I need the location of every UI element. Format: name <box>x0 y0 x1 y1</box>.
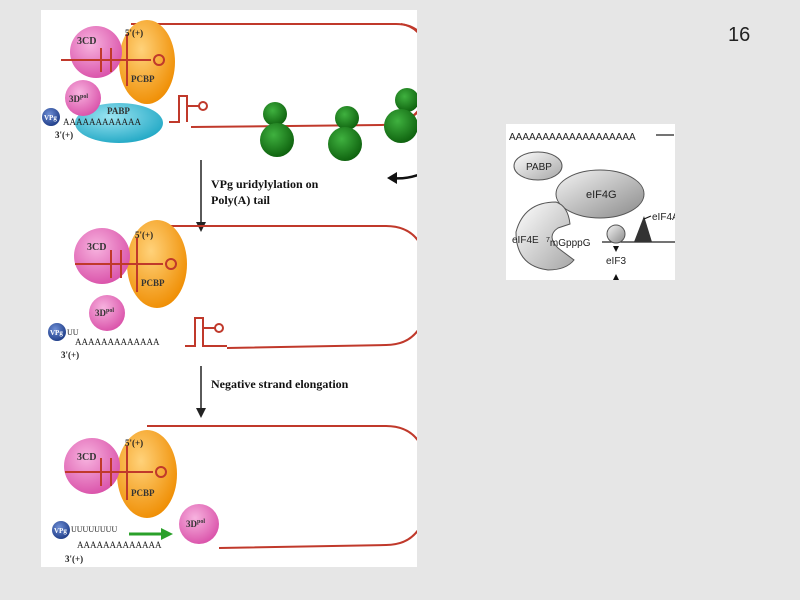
label-pabp: PABP <box>526 162 552 173</box>
uridine-stretch: UUUUUUUU <box>71 525 117 534</box>
label-eif4e: eIF4E <box>512 235 539 246</box>
vpg-protein <box>42 108 60 126</box>
pabp-protein <box>513 151 563 181</box>
3cd-protein <box>64 438 120 494</box>
ribosome-small-subunit <box>395 88 417 112</box>
label-3cd: 3CD <box>77 36 96 47</box>
label-vpg: VPg <box>50 329 63 337</box>
label-3cd: 3CD <box>87 242 106 253</box>
label-pabp: PABP <box>107 106 130 116</box>
elongation-arrowhead <box>161 528 173 540</box>
eif4a-protein <box>634 216 652 242</box>
polya-tail: AAAAAAAAAAAA <box>63 117 141 127</box>
panel-middle: 3CD 5'(+) PCBP 3Dpol VPg UU AAAAAAAAAAAA… <box>48 220 417 360</box>
3cd-protein <box>74 228 130 284</box>
label-vpg: VPg <box>44 114 57 122</box>
ribosome-direction-arrowhead <box>387 172 397 184</box>
label-3-end: 3'(+) <box>55 130 73 140</box>
step-label-2: Negative strand elongation <box>211 377 349 391</box>
translation-initiation-diagram: AAAAAAAAAAAAAAAAAAA PABP eIF4G eIF4E 7mG… <box>506 124 675 280</box>
cloverleaf-structure <box>65 446 167 500</box>
ribosome-small-subunit <box>335 106 359 130</box>
pabp-protein <box>75 103 163 143</box>
uridine-stretch: UU <box>67 328 79 337</box>
3cd-protein <box>70 26 122 78</box>
label-pcbp: PCBP <box>141 278 165 288</box>
label-5-end: 5'(+) <box>125 438 143 448</box>
replication-diagram: 3CD 5'(+) PCBP 3Dpol PABP VPg AAAAAAAAAA… <box>41 10 417 567</box>
panel-top: 3CD 5'(+) PCBP 3Dpol PABP VPg AAAAAAAAAA… <box>42 20 417 184</box>
label-3d: 3Dpol <box>186 519 205 529</box>
eif3-pointer <box>613 246 619 252</box>
step-arrow-2: Negative strand elongation <box>196 366 349 418</box>
rna-loop <box>147 425 417 549</box>
pcbp-protein <box>119 20 175 104</box>
label-5-end: 5'(+) <box>135 230 153 240</box>
label-3d: 3Dpol <box>69 94 88 104</box>
panel-bottom: 3CD 5'(+) PCBP VPg UUUUUUUU AAAAAAAAAAAA… <box>52 425 417 564</box>
ribosome-small-subunit <box>263 102 287 126</box>
ribosomes <box>260 88 417 161</box>
label-eif3: eIF3 <box>606 256 626 267</box>
vpg-protein <box>48 323 66 341</box>
3d-pol-protein <box>65 80 101 116</box>
eif4g-protein <box>555 169 645 219</box>
step-label-1-line1: VPg uridylylation on <box>211 177 319 191</box>
label-vpg: VPg <box>54 527 67 535</box>
ribosome-large-subunit <box>260 123 294 157</box>
ribosome-large-subunit <box>328 127 362 161</box>
eif4e-protein <box>515 201 575 271</box>
vpg-protein <box>52 521 70 539</box>
step-arrow-1: VPg uridylylation on Poly(A) tail <box>196 160 319 232</box>
cloverleaf-structure <box>75 238 177 292</box>
hairpin-structure <box>169 95 208 123</box>
label-3-end: 3'(+) <box>61 350 79 360</box>
polya-tail: AAAAAAAAAAAAAAAAAAA <box>509 132 636 143</box>
label-3d: 3Dpol <box>95 308 114 318</box>
hairpin-structure <box>185 317 227 347</box>
polya-tail: AAAAAAAAAAAAA <box>77 540 162 550</box>
replication-diagram-svg: 3CD 5'(+) PCBP 3Dpol PABP VPg AAAAAAAAAA… <box>42 20 417 564</box>
label-cap: 7mGpppG <box>546 237 591 249</box>
3d-pol-protein <box>179 504 219 544</box>
eif3-protein <box>606 224 626 244</box>
ribosome-large-subunit <box>384 109 417 143</box>
translation-initiation-svg: AAAAAAAAAAAAAAAAAAA PABP eIF4G eIF4E 7mG… <box>509 132 675 280</box>
label-eif4g: eIF4G <box>586 189 617 201</box>
slide-number: 16 <box>728 24 751 46</box>
label-5-end: 5'(+) <box>125 28 143 38</box>
bottom-pointer <box>613 274 619 280</box>
polya-tail: AAAAAAAAAAAAA <box>75 337 160 347</box>
label-3cd: 3CD <box>77 452 96 463</box>
pcbp-protein <box>117 430 177 518</box>
3d-pol-protein <box>89 295 125 331</box>
rna-loop <box>147 225 417 349</box>
step-label-1-line2: Poly(A) tail <box>211 193 271 207</box>
label-pcbp: PCBP <box>131 488 155 498</box>
cloverleaf-structure <box>61 34 165 86</box>
label-eif4a: eIF4A <box>652 212 675 223</box>
eif4a-pointer <box>643 215 652 220</box>
label-3-end: 3'(+) <box>65 554 83 564</box>
label-pcbp: PCBP <box>131 74 155 84</box>
